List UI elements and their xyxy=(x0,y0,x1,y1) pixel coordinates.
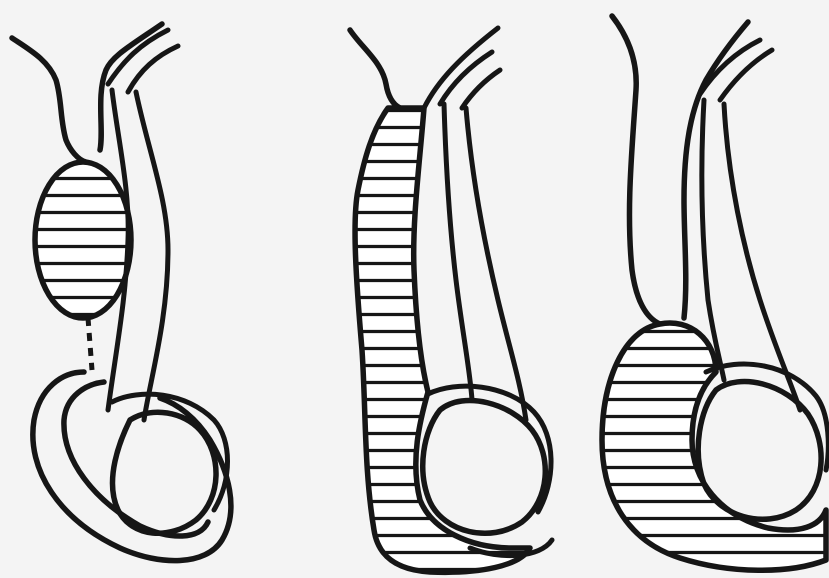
fluid-around-testis xyxy=(602,323,826,570)
cord-top-curl xyxy=(350,30,400,108)
panel-1 xyxy=(12,24,231,561)
stalk-left-outline xyxy=(612,16,660,324)
cord-line-3 xyxy=(462,70,526,420)
cord-line-3b xyxy=(720,50,800,410)
fluid-channel xyxy=(355,108,530,572)
testis-outline xyxy=(113,412,217,533)
tunica-inner-sac xyxy=(64,382,208,536)
encysted-cyst xyxy=(35,162,131,318)
panel-2 xyxy=(350,28,552,572)
spermatic-cord-inner xyxy=(128,46,178,420)
cord-line-3a xyxy=(700,40,760,380)
testis-outline-2 xyxy=(423,401,546,534)
stalk-right-outline xyxy=(684,22,748,318)
testis-outline-3 xyxy=(698,382,821,520)
cord-line-1 xyxy=(424,28,498,108)
panel-3 xyxy=(602,16,828,570)
cord-funnel-left-outline xyxy=(12,38,86,162)
obliterated-segment xyxy=(88,318,92,370)
